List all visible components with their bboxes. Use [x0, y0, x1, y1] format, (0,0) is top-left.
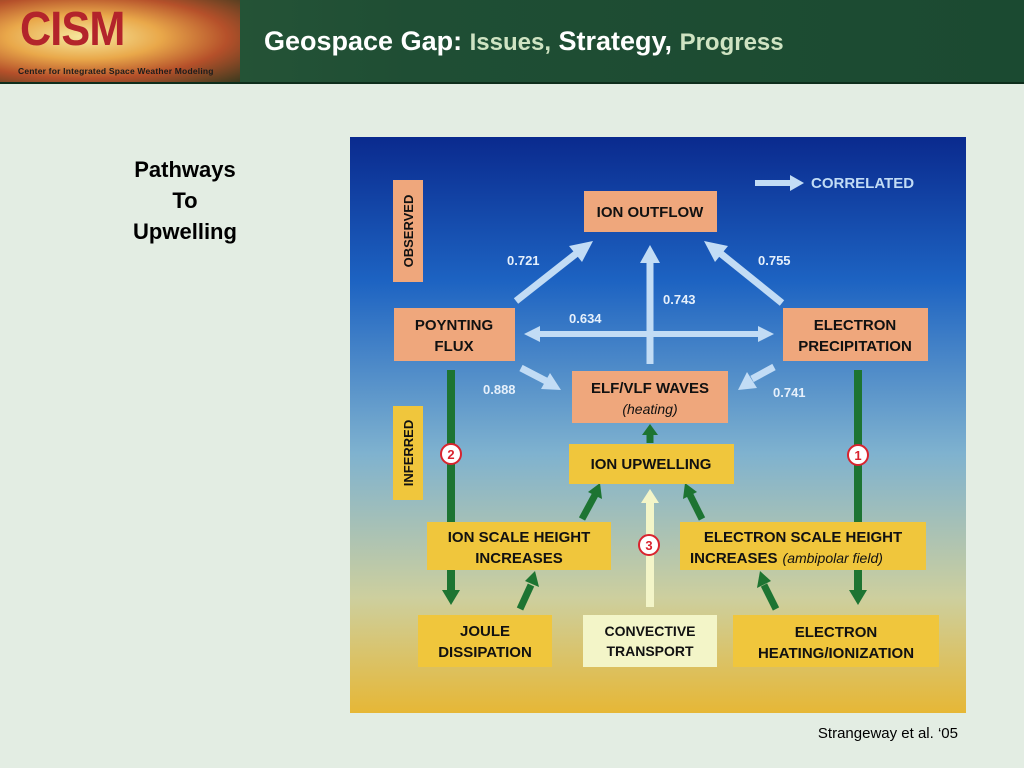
- box-elec-scale-line2a: INCREASES: [690, 550, 778, 567]
- pathway-marker-3-label: 3: [645, 538, 652, 553]
- box-elf-line2: (heating): [622, 401, 677, 417]
- header-bar: CISM Center for Integrated Space Weather…: [0, 0, 1024, 84]
- correlation-arrow-electron-to-outflow: [704, 241, 785, 306]
- legend-arrow-icon: [755, 175, 804, 191]
- observed-tag: OBSERVED: [393, 180, 423, 282]
- side-title-line-3: Upwelling: [133, 219, 237, 244]
- box-ion-scale-line1: ION SCALE HEIGHT: [448, 529, 591, 546]
- box-ion-outflow-label: ION OUTFLOW: [597, 204, 704, 221]
- box-electron-scale-height: ELECTRON SCALE HEIGHT INCREASES (ambipola…: [680, 522, 926, 570]
- box-joule-dissipation: JOULE DISSIPATION: [418, 615, 552, 667]
- box-ion-scale-line2: INCREASES: [475, 550, 563, 567]
- side-title-line-1: Pathways: [134, 157, 236, 182]
- title-part-4: ,: [664, 26, 673, 56]
- box-elec-scale-line2b: (ambipolar field): [783, 550, 883, 566]
- slide-title: Geospace Gap: Issues, Strategy, Progress: [264, 26, 784, 57]
- box-elf-vlf-waves: ELF/VLF WAVES (heating): [572, 371, 728, 423]
- correlation-value-5: 0.888: [483, 382, 516, 397]
- observed-label: OBSERVED: [401, 195, 416, 268]
- title-part-5: Progress: [679, 29, 784, 56]
- box-ion-upwelling: ION UPWELLING: [569, 444, 734, 484]
- inferred-label: INFERRED: [401, 420, 416, 486]
- title-part-2: Issues,: [469, 29, 551, 56]
- box-convective-line1: CONVECTIVE: [604, 623, 695, 639]
- inferred-tag-box: [393, 406, 423, 500]
- box-poynting-flux: POYNTING FLUX: [394, 308, 515, 361]
- box-electron-heating: ELECTRON HEATING/IONIZATION: [733, 615, 939, 667]
- inferred-tag: INFERRED: [393, 406, 423, 500]
- pathway-marker-2: 2: [440, 443, 462, 465]
- box-convective-transport: CONVECTIVE TRANSPORT: [583, 615, 717, 667]
- box-elec-scale-line2: INCREASES (ambipolar field): [690, 550, 883, 567]
- observed-tag-box: [393, 180, 423, 282]
- correlation-arrow-electron-to-waves: [738, 363, 776, 390]
- box-ion-outflow: ION OUTFLOW: [584, 191, 717, 232]
- logo-subtitle: Center for Integrated Space Weather Mode…: [18, 66, 214, 76]
- side-title-line-2: To: [172, 188, 198, 213]
- cism-logo: CISM Center for Integrated Space Weather…: [0, 0, 240, 82]
- correlation-value-4: 0.634: [569, 311, 602, 326]
- pathway-arrow-ion-scale-to-upwelling: [578, 483, 602, 521]
- legend-label: CORRELATED: [811, 175, 914, 192]
- correlation-value-1: 0.721: [507, 253, 540, 268]
- box-elec-heat-line1: ELECTRON: [795, 624, 878, 641]
- pathway-arrow-electron-scale-to-upwelling: [683, 483, 706, 521]
- box-joule-line2: DISSIPATION: [438, 644, 532, 661]
- pathway-marker-3: 3: [638, 534, 660, 556]
- box-electron-precipitation: ELECTRON PRECIPITATION: [783, 308, 928, 361]
- title-part-1: Geospace Gap:: [264, 26, 463, 56]
- correlation-arrow-waves-to-outflow: [640, 245, 660, 364]
- correlation-value-2: 0.755: [758, 253, 791, 268]
- box-poynting-line2: FLUX: [434, 338, 473, 355]
- title-part-3: Strategy: [558, 26, 665, 56]
- legend-correlated: CORRELATED: [755, 175, 914, 192]
- box-elec-heat-line2: HEATING/IONIZATION: [758, 645, 914, 662]
- pathway-marker-2-label: 2: [447, 447, 454, 462]
- correlation-value-6: 0.741: [773, 385, 806, 400]
- pathway-arrow-heating-to-electron-scale: [757, 571, 780, 611]
- box-poynting-line1: POYNTING: [415, 317, 493, 334]
- citation: Strangeway et al. ‘05: [817, 725, 958, 742]
- correlation-value-3: 0.743: [663, 292, 696, 307]
- box-ion-scale-height: ION SCALE HEIGHT INCREASES: [427, 522, 611, 570]
- box-ion-upwelling-label: ION UPWELLING: [591, 456, 712, 473]
- correlation-arrow-poynting-to-outflow: [513, 241, 593, 304]
- pathway-arrow-upwelling-to-waves: [642, 424, 658, 443]
- box-joule-line1: JOULE: [460, 623, 510, 640]
- pathway-marker-1: 1: [847, 444, 869, 466]
- box-elf-line1: ELF/VLF WAVES: [591, 380, 709, 397]
- correlation-arrow-poynting-to-waves: [519, 364, 561, 390]
- pathway-marker-1-label: 1: [854, 448, 861, 463]
- box-convective-line2: TRANSPORT: [606, 643, 694, 659]
- pathway-arrow-joule-to-ion-scale: [516, 571, 539, 611]
- logo-text: CISM: [20, 3, 125, 56]
- pathways-diagram: CORRELATED OBSERVED INFERRED: [350, 137, 966, 713]
- box-electron-line2: PRECIPITATION: [798, 338, 912, 355]
- correlation-arrow-poynting-electron: [524, 326, 774, 342]
- side-title: Pathways To Upwelling: [120, 154, 250, 247]
- box-electron-line1: ELECTRON: [814, 317, 897, 334]
- box-elec-scale-line1: ELECTRON SCALE HEIGHT: [704, 529, 902, 546]
